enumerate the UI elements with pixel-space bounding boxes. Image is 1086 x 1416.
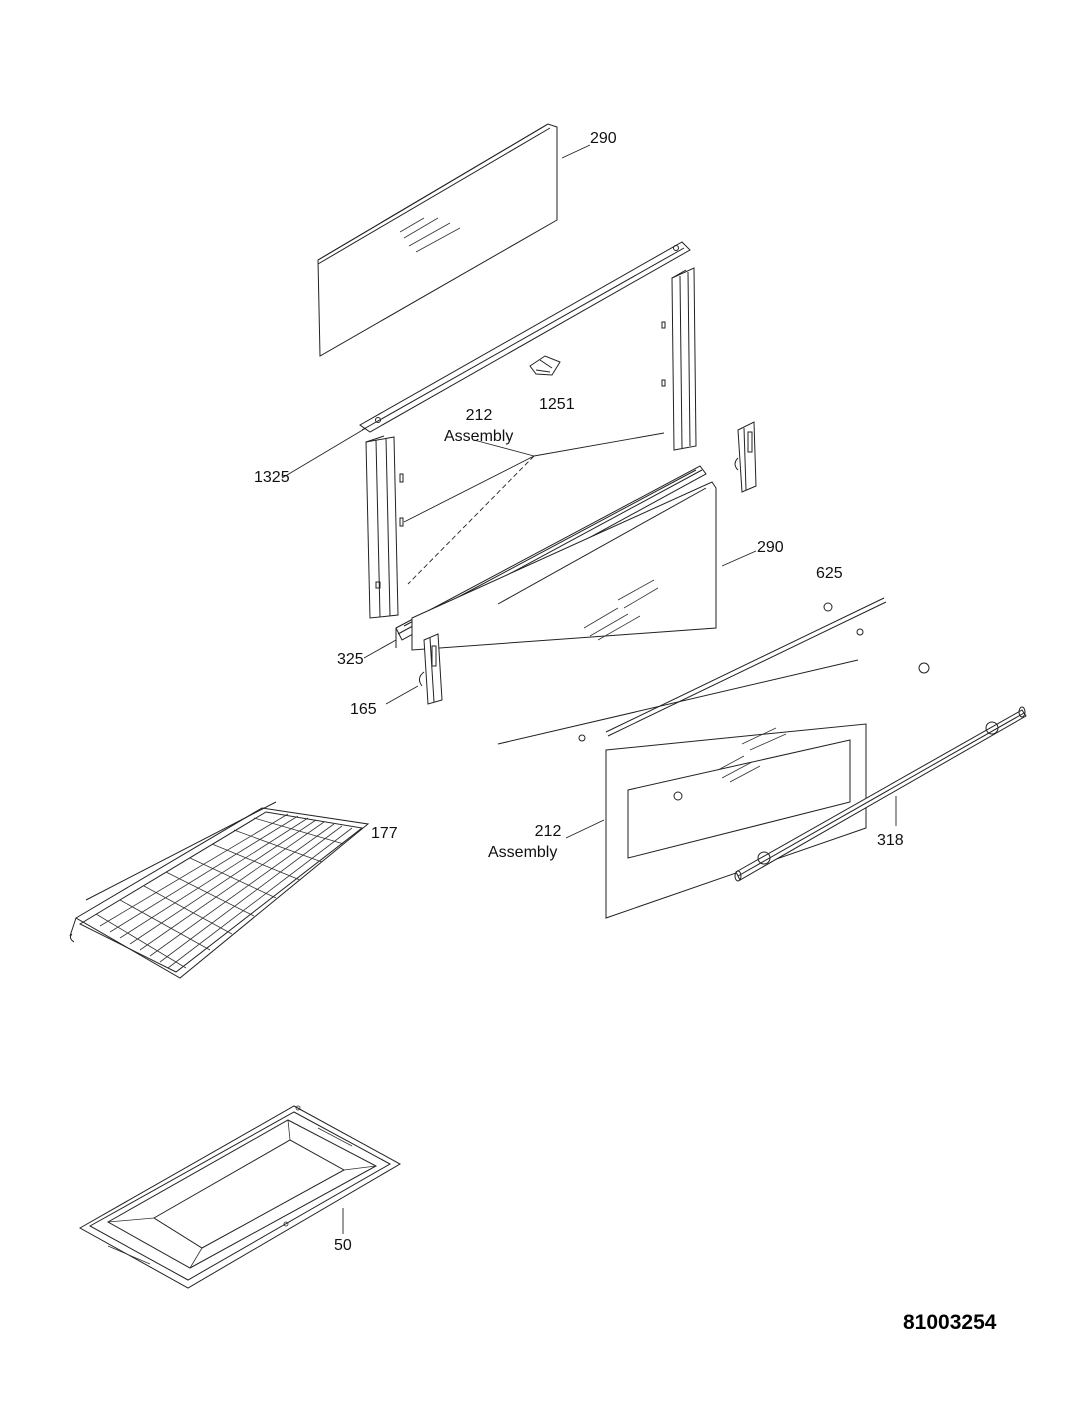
part-177-oven-rack — [69, 801, 370, 979]
part-212-outer-door-panel — [605, 723, 867, 919]
part-165-hinge-upper-right — [734, 421, 757, 493]
part-212-right-side-channel — [661, 267, 697, 451]
part-50-broil-pan — [78, 1105, 402, 1289]
part-290-middle-glass-panel — [411, 481, 717, 651]
callout-290-middle: 290 — [757, 539, 784, 556]
callout-212-upper-number: 212 — [465, 407, 493, 424]
part-625-rod — [497, 597, 930, 745]
document-number: 81003254 — [903, 1311, 997, 1334]
part-290-top-glass-panel — [317, 123, 558, 357]
callout-318: 318 — [877, 832, 904, 849]
callout-212-lower-number: 212 — [534, 823, 562, 840]
callout-1251: 1251 — [539, 396, 575, 413]
leader-lines — [281, 144, 897, 1234]
callout-290-top: 290 — [590, 130, 617, 147]
part-1325-frame-rail — [359, 241, 691, 433]
callout-325: 325 — [337, 651, 364, 668]
callout-212-lower-assembly: Assembly — [488, 844, 558, 861]
part-212-left-side-channel — [365, 435, 404, 619]
callout-165: 165 — [350, 701, 377, 718]
callout-212-upper-assembly: Assembly — [444, 428, 514, 445]
callout-50: 50 — [334, 1237, 352, 1254]
part-165-hinge-lower-left — [418, 633, 443, 705]
part-1251-clip — [529, 355, 561, 376]
part-318-handle — [734, 706, 1027, 882]
callout-177: 177 — [371, 825, 398, 842]
callout-625: 625 — [816, 565, 843, 582]
callout-1325: 1325 — [254, 469, 290, 486]
